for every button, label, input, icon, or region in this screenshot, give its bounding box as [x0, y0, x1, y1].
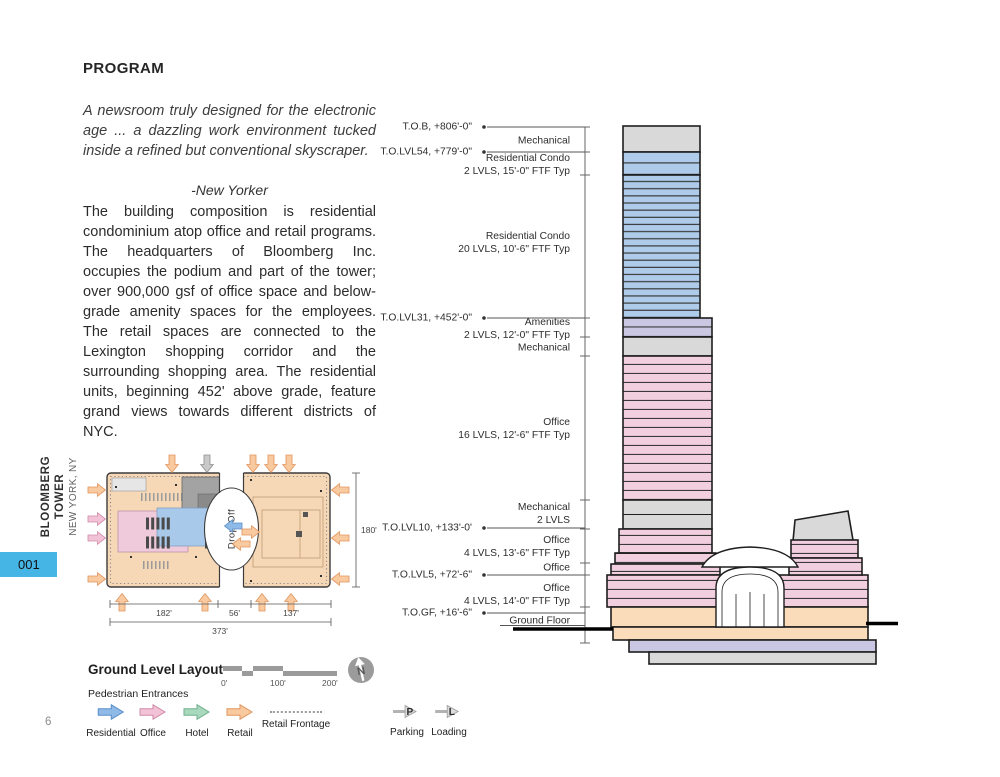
plan-dimension-lines — [109, 472, 360, 626]
loading-label: Loading — [431, 727, 467, 738]
project-name: BLOOMBERG TOWER — [40, 455, 67, 538]
entrance-legend-label: Residential — [86, 728, 136, 739]
entrance-arrow-icon — [226, 703, 253, 721]
entrance-arrow-icon — [183, 703, 210, 721]
entrance-legend-label: Hotel — [185, 728, 209, 739]
loading-arrow-icon: L — [435, 704, 459, 719]
quote-attribution: -New Yorker — [191, 182, 268, 198]
page-title: PROGRAM — [83, 60, 165, 77]
entrance-legend-item: Hotel — [183, 703, 211, 739]
building-section-diagram — [482, 125, 898, 665]
project-location: NEW YORK, NY — [67, 457, 79, 536]
retail-frontage-label: Retail Frontage — [261, 719, 331, 730]
scale-start: 0' — [221, 678, 228, 688]
leader-dots — [482, 125, 486, 615]
entrance-legend-label: Office — [140, 728, 166, 739]
scale-end: 200' — [322, 678, 338, 688]
scale-bar — [223, 666, 337, 676]
entrance-legend-label: Retail — [227, 728, 253, 739]
dim-center: 56' — [229, 608, 240, 618]
page-index-badge: 001 — [0, 552, 57, 577]
scale-mid: 100' — [270, 678, 286, 688]
dim-left: 182' — [156, 608, 172, 618]
entrance-arrow-icon — [139, 703, 166, 721]
ground-level-plan: Drop-Off — [87, 454, 377, 636]
ground-line — [513, 621, 898, 631]
section-dimension-line — [580, 126, 590, 644]
retail-frontage-legend: Retail Frontage — [262, 703, 330, 730]
parking-legend: P Parking — [390, 703, 424, 738]
program-body-text: The building composition is residential … — [83, 204, 376, 440]
entrance-arrow-icon — [97, 703, 124, 721]
north-letter: N — [356, 665, 366, 678]
dim-depth: 180' — [361, 525, 377, 535]
dotted-line-icon — [270, 711, 322, 713]
dim-right: 137' — [283, 608, 299, 618]
parking-letter: P — [407, 707, 414, 718]
page-number: 6 — [45, 716, 52, 728]
dim-total: 373' — [212, 626, 228, 636]
entrance-legend-item: Office — [139, 703, 167, 739]
legend-title: Ground Level Layout — [88, 662, 224, 677]
entrance-legend-item: Retail — [226, 703, 254, 739]
sidebar-project-tab: BLOOMBERG TOWER NEW YORK, NY — [39, 436, 80, 557]
parking-label: Parking — [390, 727, 424, 738]
north-arrow: N — [348, 657, 374, 683]
plan-dimension-labels: 182' 56' 137' 373' 180' — [156, 525, 377, 636]
parking-arrow-icon: P — [393, 704, 417, 719]
podium-arch — [700, 546, 800, 628]
entrance-legend-item: Residential — [86, 703, 136, 739]
loading-letter: L — [449, 707, 455, 718]
elevation-leader-lines — [487, 126, 585, 626]
pedestrian-entrances-title: Pedestrian Entrances — [88, 688, 189, 700]
loading-legend: L Loading — [431, 703, 467, 738]
pull-quote: A newsroom truly designed for the electr… — [83, 103, 376, 159]
